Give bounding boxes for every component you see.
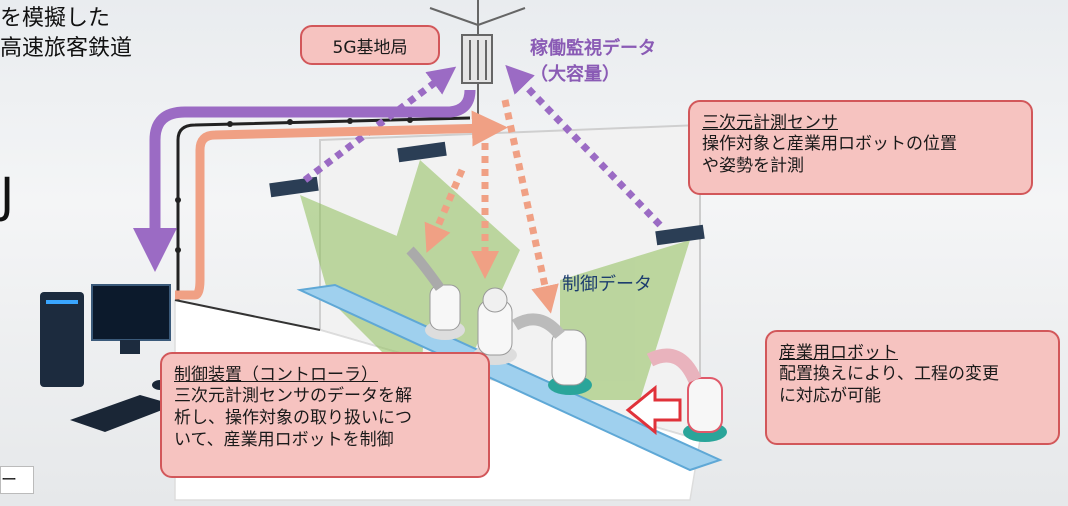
robot-callout-body: 配置換えにより、工程の変更 に対応が可能 — [779, 364, 999, 407]
robot-arm-relocated — [646, 348, 727, 442]
sensor-callout-title: 三次元計測センサ — [702, 113, 838, 133]
base-station-callout: 5G基地局 — [300, 25, 440, 65]
top-text-line2: 高速旅客鉄道 — [0, 36, 133, 61]
left-fragment: J — [0, 168, 15, 224]
sensor-center — [397, 141, 447, 163]
sensor-left — [269, 176, 319, 198]
top-text-line1: を模擬した — [0, 6, 111, 31]
monitoring-label-line2: （大容量） — [530, 64, 620, 85]
computer-icon — [40, 284, 175, 432]
relocation-arrow — [625, 384, 682, 436]
controller-callout: 制御装置（コントローラ） 三次元計測センサのデータを解 析し、操作対象の取り扱い… — [160, 352, 490, 478]
control-data-arrows — [424, 99, 559, 314]
base-station-label: 5G基地局 — [332, 38, 408, 58]
robot-arm-3 — [511, 313, 592, 395]
control-data-label: 制御データ — [562, 274, 652, 295]
cable-frame — [176, 116, 471, 300]
controller-callout-title: 制御装置（コントローラ） — [174, 365, 378, 385]
robot-arm-2 — [473, 287, 517, 365]
robot-arm-1 — [406, 246, 465, 340]
antenna-icon — [429, 0, 526, 120]
robot-callout: 産業用ロボット 配置換えにより、工程の変更 に対応が可能 — [765, 330, 1060, 445]
sensor-callout: 三次元計測センサ 操作対象と産業用ロボットの位置 や姿勢を計測 — [688, 100, 1033, 195]
bottom-left-fragment: ー — [0, 466, 34, 494]
monitoring-label-line1: 稼働監視データ — [530, 38, 656, 59]
monitoring-data-arrows — [302, 64, 663, 228]
monitoring-wired-arrow — [133, 89, 476, 272]
controller-callout-body: 三次元計測センサのデータを解 析し、操作対象の取り扱いにつ いて、産業用ロボット… — [174, 386, 412, 451]
control-wired-arrow — [175, 110, 508, 300]
sensor-callout-body: 操作対象と産業用ロボットの位置 や姿勢を計測 — [702, 134, 957, 177]
conveyor-belt — [296, 283, 723, 472]
robot-callout-title: 産業用ロボット — [779, 343, 898, 363]
sensor-right — [655, 224, 705, 246]
